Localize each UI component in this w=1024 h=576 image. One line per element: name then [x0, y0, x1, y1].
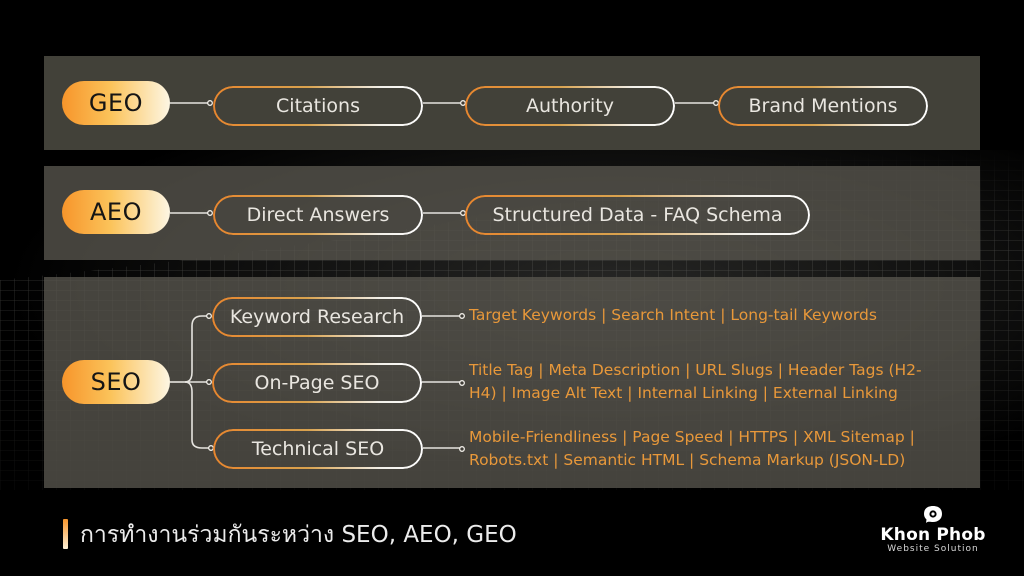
logo-brand-name: Khon Phob	[880, 525, 986, 545]
seo-on-page-details: Title Tag | Meta Description | URL Slugs…	[469, 361, 922, 402]
geo-node-brand-mentions: Brand Mentions	[718, 86, 928, 126]
brand-logo: Khon Phob Website Solution	[868, 505, 998, 561]
logo-tagline: Website Solution	[887, 544, 979, 554]
node-label: On-Page SEO	[254, 372, 380, 394]
node-label: Technical SEO	[251, 438, 385, 460]
aeo-node-direct-answers: Direct Answers	[213, 195, 423, 235]
node-label: Keyword Research	[229, 306, 405, 328]
node-label: Brand Mentions	[748, 95, 898, 117]
node-label: Direct Answers	[246, 204, 390, 226]
footer-title: การทำงานร่วมกันระหว่าง SEO, AEO, GEO	[80, 522, 517, 548]
seo-keyword-research-details: Target Keywords | Search Intent | Long-t…	[469, 306, 877, 324]
seo-key-pill: SEO	[62, 360, 170, 404]
seo-branch-keyword-research: Keyword Research	[212, 297, 422, 337]
seo-technical-details: Mobile-Friendliness | Page Speed | HTTPS…	[469, 428, 915, 469]
geo-key-pill: GEO	[62, 81, 170, 125]
seo-branch-technical: Technical SEO	[213, 429, 423, 469]
node-label: Authority	[526, 95, 614, 117]
node-label: Structured Data - FAQ Schema	[492, 204, 783, 226]
aeo-key-pill: AEO	[62, 190, 170, 234]
geo-node-authority: Authority	[465, 86, 675, 126]
footer-accent-bar	[63, 519, 68, 549]
node-label: Citations	[276, 95, 360, 117]
seo-branch-on-page: On-Page SEO	[212, 363, 422, 403]
aeo-node-structured-data: Structured Data - FAQ Schema	[465, 195, 810, 235]
speech-bubble-lens-icon	[924, 506, 942, 523]
geo-node-citations: Citations	[213, 86, 423, 126]
